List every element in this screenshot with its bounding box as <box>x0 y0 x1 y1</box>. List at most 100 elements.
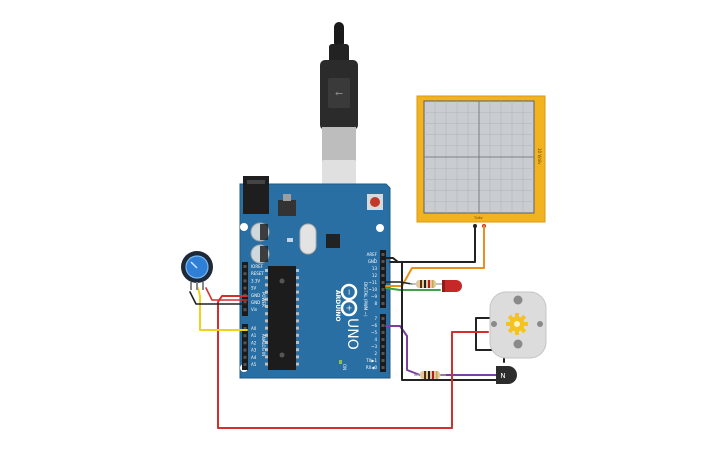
base-resistor-band-3 <box>432 371 434 379</box>
header-pin-hole[interactable] <box>381 267 385 270</box>
header-pin-hole[interactable] <box>243 355 247 359</box>
on-led-label: ON <box>342 364 347 370</box>
header-pin-hole[interactable] <box>381 345 385 348</box>
wire-pot-ground[interactable] <box>189 291 248 305</box>
header-pin-hole[interactable] <box>243 265 247 268</box>
wire-scope-ground[interactable] <box>385 225 476 263</box>
header-pin-hole[interactable] <box>243 272 247 276</box>
header-pin-hole[interactable] <box>243 348 247 352</box>
header-pin-hole[interactable] <box>243 341 247 345</box>
chip-pin <box>265 269 268 272</box>
pin-label: ~5 <box>371 330 377 335</box>
header-pin-hole[interactable] <box>381 288 385 291</box>
transistor-body <box>496 366 517 384</box>
header-pin-hole[interactable] <box>243 286 247 290</box>
chip-pin <box>296 341 299 344</box>
chip-pin <box>296 348 299 352</box>
header-pin-hole[interactable] <box>243 279 247 283</box>
smd-component <box>287 238 293 242</box>
chip-pin <box>265 355 268 359</box>
potentiometer-leg-1 <box>190 282 192 290</box>
digital-header-bottom <box>380 314 386 372</box>
header-pin-hole[interactable] <box>381 295 385 298</box>
header-pin-hole[interactable] <box>381 302 385 305</box>
led-resistor-band-2 <box>424 280 426 288</box>
led-resistor[interactable] <box>410 280 442 288</box>
chip-notch <box>279 278 285 284</box>
power-header-title: POWER <box>261 292 266 307</box>
header-pin-hole[interactable] <box>381 274 385 277</box>
logo-minus-icon: − <box>345 289 354 296</box>
usb-symbol-icon: ⭠ <box>335 88 343 99</box>
header-pin-hole[interactable] <box>381 253 385 256</box>
pin-label: GND <box>368 259 377 264</box>
led[interactable] <box>442 280 462 292</box>
header-pin-hole[interactable] <box>381 331 385 334</box>
wire-a0-to-potentiometer[interactable] <box>197 287 248 331</box>
usb-interface-chip <box>326 234 340 248</box>
chip-pin <box>265 290 268 294</box>
header-pin-hole[interactable] <box>381 338 385 341</box>
on-led <box>339 360 342 364</box>
wire-ground-to-transistor-emitter[interactable] <box>389 261 497 381</box>
pin-label: A4 <box>251 355 257 360</box>
wire-pot-power[interactable] <box>205 287 248 301</box>
header-pin-hole[interactable] <box>243 327 247 330</box>
header-pin-hole[interactable] <box>381 359 385 362</box>
npn-transistor[interactable]: N <box>496 366 517 384</box>
base-resistor[interactable] <box>414 371 446 379</box>
chip-pin <box>296 276 299 280</box>
wire-pin11-to-resistor[interactable] <box>385 281 413 285</box>
pin-label: 5V <box>251 286 257 291</box>
pin-label: 8 <box>374 301 377 306</box>
pin-label: GND <box>251 300 260 305</box>
chip-pins-left <box>265 269 268 366</box>
pin-label: 4 <box>374 337 377 342</box>
pin-label: AREF <box>367 252 378 257</box>
voltage-regulator <box>278 200 296 216</box>
chip-pin <box>296 290 299 294</box>
board-model: UNO <box>344 318 360 350</box>
header-pin-hole[interactable] <box>243 301 247 304</box>
header-pin-hole[interactable] <box>381 281 385 284</box>
chip-pin <box>265 305 268 308</box>
pin-label: ~6 <box>371 323 377 328</box>
chip-pin <box>296 269 299 272</box>
potentiometer[interactable] <box>181 251 213 290</box>
crystal-oscillator <box>299 223 317 255</box>
chip-pin <box>296 312 299 316</box>
header-pin-hole[interactable] <box>243 308 247 312</box>
header-pin-hole[interactable] <box>381 324 385 327</box>
wire-green-led[interactable] <box>385 287 441 291</box>
arduino-uno-board[interactable]: − + ARDUINO UNO ON L POWER ANALOG IN DIG… <box>239 176 391 379</box>
header-pin-hole[interactable] <box>381 366 385 369</box>
mounting-hole-1 <box>240 223 248 231</box>
capacitor-2-stripe <box>260 246 268 262</box>
chip-pin <box>296 305 299 308</box>
analog-header <box>242 324 248 370</box>
base-resistor-band-2 <box>428 371 430 379</box>
dc-motor[interactable] <box>489 291 547 359</box>
pin-label: A1 <box>251 333 257 338</box>
wire-scope-positive-to-pin10[interactable] <box>385 225 485 287</box>
header-pin-hole[interactable] <box>243 334 247 338</box>
chip-pin <box>265 348 268 352</box>
motor-shaft <box>514 321 520 327</box>
oscilloscope-side-label: 10 V/div <box>537 148 542 165</box>
chip-dot <box>279 352 285 358</box>
header-pin-hole[interactable] <box>381 317 385 320</box>
header-pin-hole[interactable] <box>381 352 385 355</box>
chip-pin <box>265 341 268 344</box>
header-pin-hole[interactable] <box>243 363 247 366</box>
wire-pin6-to-base-resistor[interactable] <box>385 325 421 376</box>
chip-pin <box>265 319 268 323</box>
l-led-label: L <box>374 257 376 261</box>
wire-5v-to-motor[interactable] <box>217 295 489 429</box>
motor-bolt-left <box>491 321 497 327</box>
header-pin-hole[interactable] <box>381 260 385 263</box>
oscilloscope[interactable]: 10 V/div T/div <box>416 95 546 228</box>
